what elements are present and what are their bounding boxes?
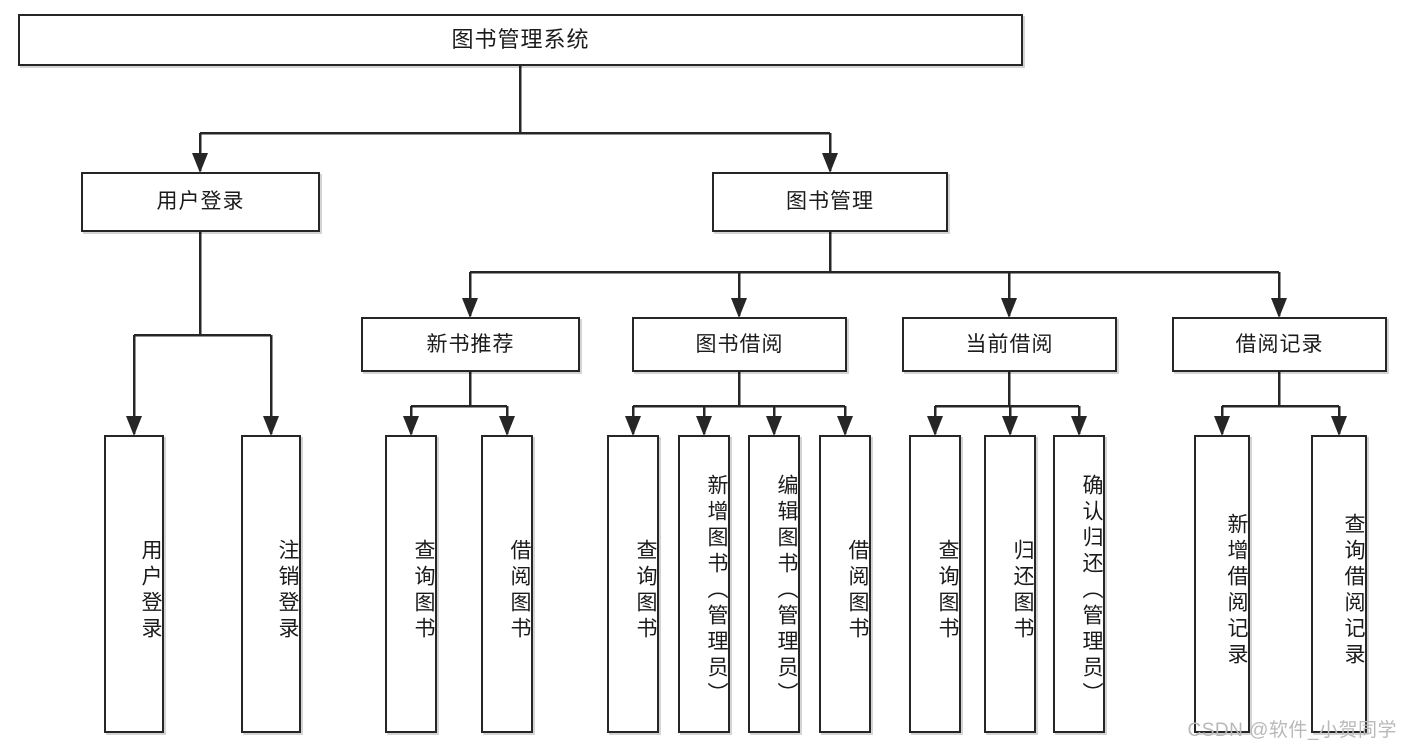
node-leaf-query-record[interactable]: 查询借阅记录 [1311, 435, 1367, 733]
node-leaf-add-book[interactable]: 新增图书（管理员） [678, 435, 730, 733]
node-leaf-edit-book[interactable]: 编辑图书（管理员） [748, 435, 800, 733]
node-label: 图书借阅 [695, 332, 784, 356]
node-label: 用户登录 [156, 190, 245, 214]
node-leaf-borrow-book-1[interactable]: 借阅图书 [481, 435, 533, 733]
node-label: 新书推荐 [426, 332, 515, 356]
node-label: 编辑图书（管理员） [775, 474, 798, 708]
node-label: 用户登录 [139, 539, 162, 643]
node-root[interactable]: 图书管理系统 [18, 14, 1023, 66]
node-label: 查询借阅记录 [1342, 513, 1365, 669]
node-borrow-record[interactable]: 借阅记录 [1172, 317, 1387, 372]
node-label: 借阅记录 [1235, 332, 1324, 356]
node-current-borrow[interactable]: 当前借阅 [902, 317, 1117, 372]
node-label: 查询图书 [412, 539, 435, 643]
node-label: 注销登录 [276, 539, 299, 643]
node-label: 新增图书（管理员） [705, 474, 728, 708]
node-leaf-confirm-return[interactable]: 确认归还（管理员） [1053, 435, 1105, 733]
node-leaf-query-book-2[interactable]: 查询图书 [607, 435, 659, 733]
node-book-borrow[interactable]: 图书借阅 [632, 317, 847, 372]
node-new-book-recommend[interactable]: 新书推荐 [361, 317, 580, 372]
node-book-manage[interactable]: 图书管理 [712, 172, 948, 232]
node-leaf-borrow-book-2[interactable]: 借阅图书 [819, 435, 871, 733]
node-label: 查询图书 [634, 539, 657, 643]
node-leaf-user-login[interactable]: 用户登录 [104, 435, 164, 733]
node-label: 确认归还（管理员） [1080, 474, 1103, 708]
node-user-login[interactable]: 用户登录 [81, 172, 320, 232]
node-label: 归还图书 [1011, 539, 1034, 643]
node-label: 图书管理系统 [451, 26, 590, 52]
csdn-watermark: CSDN @软件_小贺同学 [1187, 720, 1397, 741]
node-leaf-query-book-1[interactable]: 查询图书 [385, 435, 437, 733]
node-label: 借阅图书 [846, 539, 869, 643]
node-leaf-return-book[interactable]: 归还图书 [984, 435, 1036, 733]
node-label: 当前借阅 [965, 332, 1054, 356]
node-label: 新增借阅记录 [1225, 513, 1248, 669]
node-label: 借阅图书 [508, 539, 531, 643]
node-label: 查询图书 [936, 539, 959, 643]
node-label: 图书管理 [786, 190, 874, 214]
node-leaf-query-book-3[interactable]: 查询图书 [909, 435, 961, 733]
node-leaf-add-record[interactable]: 新增借阅记录 [1194, 435, 1250, 733]
node-leaf-logout[interactable]: 注销登录 [241, 435, 301, 733]
